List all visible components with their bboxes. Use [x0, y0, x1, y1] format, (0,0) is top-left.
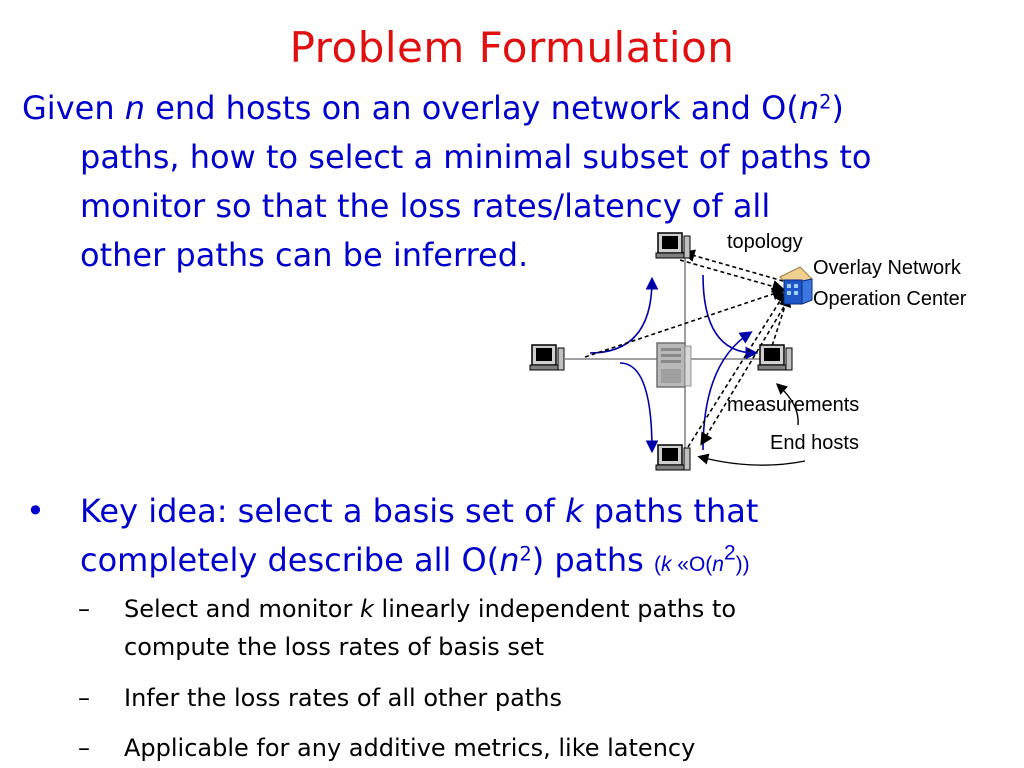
measurements-label: measurements — [727, 394, 860, 416]
intro-line: paths, how to select a minimal subset of… — [80, 138, 872, 176]
sub-bullet-applicable: – Applicable for any additive metrics, l… — [78, 729, 695, 767]
sub-bullet-dash: – — [78, 684, 90, 712]
end-hosts-label: End hosts — [770, 432, 859, 454]
sub-bullet-line: compute the loss rates of basis set — [124, 633, 545, 661]
slide-title: Problem Formulation — [289, 23, 735, 72]
sub-bullet-infer: – Infer the loss rates of all other path… — [78, 679, 562, 717]
measurement-dashed-lines — [584, 249, 792, 448]
bullet-marker: • — [26, 492, 45, 530]
end-host-top — [655, 232, 691, 259]
intro-line: monitor so that the loss rates/latency o… — [80, 187, 771, 225]
intro-line: Given n end hosts on an overlay network … — [22, 89, 844, 127]
end-host-bottom — [655, 444, 691, 471]
sub-bullet-line: Infer the loss rates of all other paths — [124, 684, 562, 712]
path-arrows — [589, 274, 759, 454]
sub-bullet-line: Applicable for any additive metrics, lik… — [124, 734, 696, 762]
sub-bullet-dash: – — [78, 595, 90, 623]
operation-center-icon — [779, 266, 813, 305]
annotation-arrows — [697, 383, 806, 466]
key-idea-line: Key idea: select a basis set of k paths … — [80, 492, 759, 530]
topology-label: topology — [727, 231, 803, 253]
sub-bullet-line: Select and monitor k linearly independen… — [124, 595, 737, 623]
operation-center-label-line2: Operation Center — [813, 288, 967, 310]
key-idea-line: completely describe all O(n2) paths (k «… — [80, 541, 750, 579]
server-tower-icon — [656, 342, 692, 388]
operation-center-label-line1: Overlay Network — [813, 257, 961, 279]
end-host-left — [529, 344, 565, 371]
intro-line: other paths can be inferred. — [80, 236, 529, 274]
sub-bullet-select-monitor: – Select and monitor k linearly independ… — [78, 590, 736, 661]
sub-bullet-dash: – — [78, 734, 90, 762]
intro-paragraph: Given n end hosts on an overlay network … — [22, 84, 1012, 280]
overlay-network-diagram: topology Overlay Network Operation Cente… — [520, 225, 1020, 485]
key-idea-bullet: Key idea: select a basis set of k paths … — [80, 487, 1000, 589]
end-host-right — [757, 344, 793, 371]
